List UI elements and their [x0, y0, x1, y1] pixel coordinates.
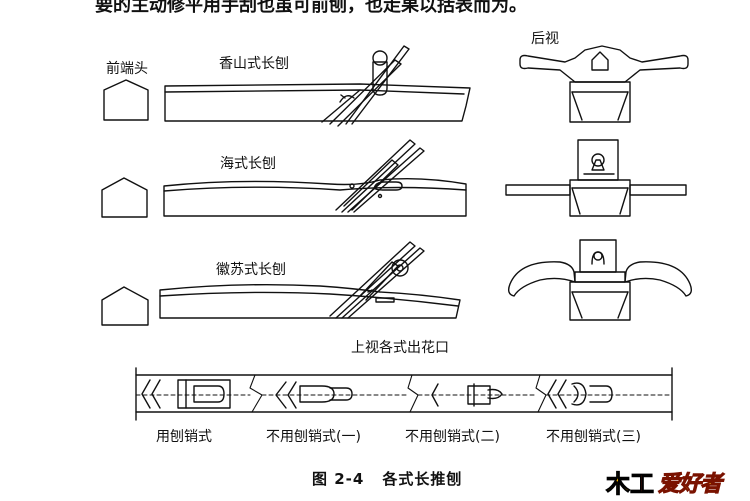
label-slot-no-pin-3: 不用刨销式(三) — [546, 429, 641, 445]
cropped-top-text: 要的主动修平用手刮也虽可前刨，也走果以括表而为。 — [95, 0, 527, 16]
plane-xiangshan — [164, 45, 471, 127]
top-view-strip — [135, 367, 673, 421]
logo-aihao: 爱好者 — [657, 472, 722, 498]
caption-number: 图 2-4 — [312, 470, 365, 488]
logo-gong: 工 — [630, 470, 655, 499]
label-slot-no-pin-2: 不用刨销式(二) — [405, 429, 500, 445]
plane-hai — [163, 139, 467, 217]
label-plane-huisu: 徽苏式长刨 — [216, 262, 286, 278]
logo-mu: 木 — [606, 470, 631, 499]
caption-title: 各式长推刨 — [382, 470, 463, 488]
rear-view-3 — [507, 239, 693, 321]
label-slot-with-pin: 用刨销式 — [156, 429, 212, 445]
front-end-profile-2 — [101, 177, 148, 218]
front-end-profile-1 — [103, 79, 149, 121]
label-rear-view: 后视 — [531, 31, 559, 47]
plane-huisu — [159, 241, 461, 319]
label-plane-hai: 海式长刨 — [220, 156, 276, 172]
label-front-end: 前端头 — [106, 61, 148, 77]
watermark-logo: 木 工 爱好者 — [606, 462, 746, 499]
rear-view-1 — [519, 45, 689, 123]
label-slot-no-pin-1: 不用刨销式(一) — [266, 429, 361, 445]
label-top-view-title: 上视各式出花口 — [351, 340, 449, 356]
front-end-profile-3 — [101, 286, 149, 326]
figure-caption: 图 2-4 各式长推刨 — [312, 468, 462, 489]
rear-view-2 — [505, 139, 687, 217]
label-plane-xiangshan: 香山式长刨 — [219, 56, 289, 72]
